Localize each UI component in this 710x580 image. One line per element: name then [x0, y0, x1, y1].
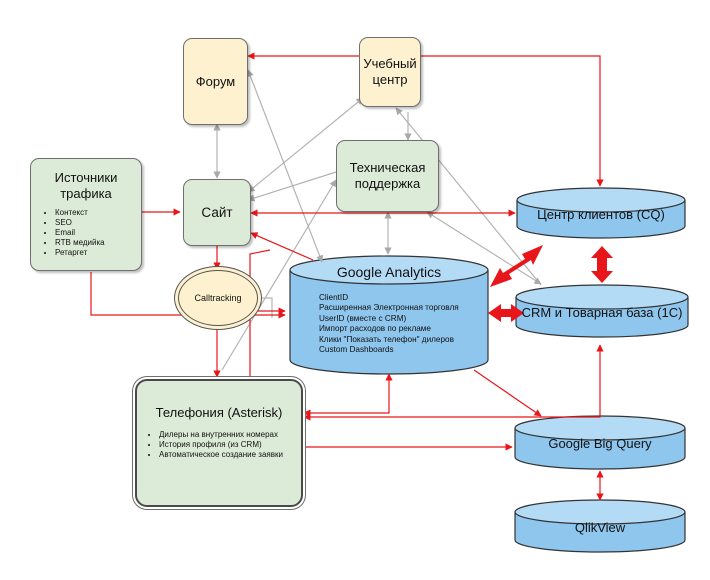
edge-support-crm — [426, 211, 542, 285]
cylinder-crm — [515, 284, 689, 338]
site-box[interactable]: Сайт — [183, 179, 251, 246]
telephony-title: Телефония (Asterisk) — [155, 405, 283, 420]
traffic-sources-title: Источники трафика — [54, 170, 118, 201]
ga-feature: Импорт расходов по рекламе — [319, 324, 431, 334]
telephony-item: Автоматическое создание заявки — [159, 450, 301, 460]
bq-label[interactable]: Google Big Query — [548, 436, 652, 451]
thick-arrow-ga-cq — [490, 245, 543, 287]
tech-support-box[interactable]: Техническая поддержка — [336, 140, 439, 212]
edge-support-site — [247, 171, 337, 202]
telephony-list: Дилеры на внутренних номерах История про… — [137, 430, 301, 460]
qlik-label[interactable]: QlikView — [574, 520, 626, 535]
traffic-sources-list: Контекст SEO Email RTB медийка Ретаргет — [31, 208, 141, 258]
ga-feature: ClientID — [319, 293, 349, 302]
training-center-label: Учебный центр — [363, 56, 417, 87]
calltracking-node[interactable]: Calltracking — [178, 270, 258, 326]
traffic-item: RTB медийка — [55, 238, 141, 248]
forum-label: Форум — [195, 73, 236, 89]
traffic-sources-box[interactable]: Источники трафика Контекст SEO Email RTB… — [30, 158, 142, 271]
cylinder-cq — [516, 187, 686, 239]
edge-crm-telephony — [303, 344, 604, 421]
traffic-item: Email — [55, 228, 141, 238]
edge-ga-site — [250, 232, 314, 261]
thick-arrow-ga-crm — [488, 304, 524, 322]
telephony-item: Дилеры на внутренних номерах — [159, 430, 301, 440]
telephony-box[interactable]: Телефония (Asterisk) Дилеры на внутренни… — [135, 379, 303, 507]
cq-label[interactable]: Центр клиентов (CQ) — [537, 207, 665, 222]
thick-arrows — [488, 245, 613, 322]
edge-ga-bq — [473, 369, 542, 417]
calltracking-label: Calltracking — [194, 293, 242, 303]
edge-ga-telephony — [303, 373, 393, 417]
traffic-item: SEO — [55, 218, 141, 228]
edge-site-telephony — [249, 249, 271, 380]
ga-title: Google Analytics — [336, 264, 442, 280]
site-label: Сайт — [201, 205, 233, 220]
ga-feature: Клики "Показать телефон" дилеров — [319, 334, 454, 344]
ga-feature: Расширенная Электронная торговля — [319, 303, 459, 313]
traffic-item: Ретаргет — [55, 248, 141, 258]
training-center-box[interactable]: Учебный центр — [359, 37, 421, 107]
ga-node[interactable]: Google Analytics ClientID Расширенная Эл… — [292, 264, 486, 374]
cylinder-qlik — [514, 499, 686, 553]
ga-feature: Custom Dashboards — [319, 345, 394, 355]
edge-training-cq — [421, 55, 604, 187]
cylinder-bq — [514, 415, 686, 470]
ga-features-list: ClientID Расширенная Электронная торговл… — [292, 293, 486, 355]
traffic-item: Контекст — [55, 208, 141, 218]
tech-support-label: Техническая поддержка — [349, 160, 426, 191]
thick-arrow-cq-crm — [591, 246, 613, 283]
edge-forum-ga — [246, 69, 324, 263]
forum-box[interactable]: Форум — [183, 38, 248, 125]
telephony-item: История профиля (из CRM) — [159, 440, 301, 450]
crm-label[interactable]: CRM и Товарная база (1С) — [521, 305, 683, 320]
ga-feature: UserID (вместе с CRM) — [319, 313, 407, 323]
